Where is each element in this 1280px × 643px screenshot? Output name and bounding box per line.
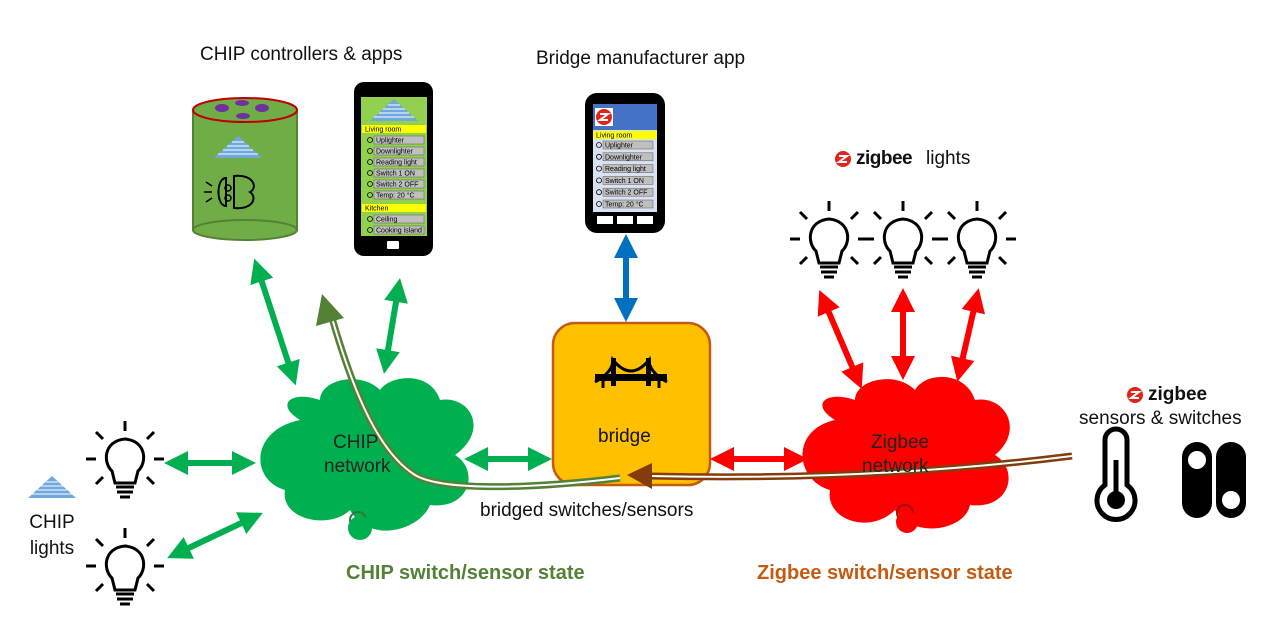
chip-bulb-icon	[84, 526, 166, 606]
row-bulb-icon	[367, 148, 373, 154]
app-list-row-label: Switch 1 ON	[605, 178, 644, 185]
app-section-label: Living room	[596, 133, 632, 140]
chip-network-label-1: CHIP	[333, 432, 379, 453]
zigbee-sensors-label: sensors & switches	[1079, 408, 1242, 429]
app-list-row-label: Downlighter	[376, 149, 414, 156]
row-bulb-icon	[596, 201, 602, 207]
bridge-app-title: Bridge manufacturer app	[536, 48, 746, 69]
row-bulb-icon	[596, 142, 602, 148]
zigbee-brand-sensors: zigbee	[1148, 384, 1208, 405]
app-list-row	[373, 190, 425, 200]
chip-network-label-2: network	[324, 456, 391, 477]
app-list-row-label: Reading light	[605, 166, 646, 173]
row-bulb-icon	[367, 192, 373, 198]
zigbee-logo-icon	[595, 108, 613, 126]
app-list-row	[602, 176, 654, 185]
app-list-row	[373, 157, 425, 167]
zigbee-logo-icon	[834, 150, 852, 168]
row-bulb-icon	[596, 189, 602, 196]
zigbee-bulb-icon	[936, 199, 1018, 279]
row-bulb-icon	[367, 216, 373, 222]
app-list-row	[602, 199, 654, 209]
smart-speaker-icon	[192, 97, 298, 241]
bridged-caption: bridged switches/sensors	[480, 500, 694, 521]
zigbee-bulb-icon	[862, 199, 944, 279]
row-bulb-icon	[596, 153, 602, 160]
bridge-box	[551, 321, 712, 487]
app-list-row	[602, 164, 654, 173]
app-section-label: Kitchen	[365, 206, 388, 213]
chip-network-cloud	[260, 378, 474, 540]
app-list-row-label: Reading light	[376, 160, 417, 167]
app-list-row	[373, 225, 425, 235]
app-list-row	[373, 146, 425, 156]
zigbee-network-label-2: network	[862, 456, 929, 477]
switch-icon	[1182, 442, 1246, 518]
chip-bulb-icon	[84, 419, 166, 499]
app-list-row-label: Uplighter	[376, 138, 405, 145]
app-list-row	[373, 135, 425, 145]
chip-links	[164, 258, 552, 559]
bridge-label: bridge	[598, 426, 651, 447]
row-bulb-icon	[596, 177, 602, 184]
thermometer-icon	[1094, 426, 1138, 522]
app-list-row	[602, 140, 654, 150]
chip-lights-label-1: CHIP	[29, 512, 75, 533]
row-bulb-icon	[367, 181, 373, 187]
app-list-row-label: Downlighter	[605, 154, 643, 161]
chip-logo-icon	[27, 475, 77, 499]
zigbee-links	[710, 288, 986, 471]
zigbee-state-flow	[627, 452, 1073, 489]
bridge-icon	[594, 355, 668, 388]
chip-state-caption: CHIP switch/sensor state	[346, 562, 585, 584]
brain-icon	[204, 174, 255, 210]
row-bulb-icon	[367, 170, 373, 176]
zigbee-network-cloud	[802, 376, 1010, 533]
row-bulb-icon	[367, 159, 373, 165]
row-bulb-icon	[596, 165, 602, 172]
app-list-row-label: Ceiling	[376, 217, 398, 224]
app-list-row-label: Temp: 20 °C	[376, 192, 415, 200]
zigbee-logo-icon	[1126, 386, 1144, 404]
zigbee-network-label-1: Zigbee	[871, 432, 930, 453]
app-list-row-label: Switch 2 OFF	[376, 182, 418, 189]
app-list-row-label: Cooking island	[376, 228, 422, 235]
app-list-row	[602, 187, 654, 197]
row-bulb-icon	[367, 137, 373, 143]
app-list-row-label: Temp: 20 °C	[605, 201, 644, 209]
app-list-row-label: Switch 1 ON	[376, 171, 415, 178]
app-section-label: Living room	[365, 127, 401, 134]
app-list-row-label: Uplighter	[605, 143, 634, 150]
app-list-row	[602, 152, 654, 162]
zigbee-bulb-icon	[788, 199, 870, 279]
row-bulb-icon	[367, 227, 373, 233]
app-list-row-label: Switch 2 OFF	[605, 190, 647, 197]
app-list-row	[373, 168, 425, 178]
zigbee-brand-lights: zigbee	[856, 148, 913, 169]
chip-state-flow	[316, 294, 621, 491]
chip-controllers-title: CHIP controllers & apps	[200, 44, 403, 65]
app-list-row	[373, 179, 425, 189]
zigbee-state-caption: Zigbee switch/sensor state	[757, 562, 1013, 584]
chip-lights-label-2: lights	[29, 538, 75, 559]
app-list-row	[373, 214, 425, 224]
zigbee-lights-label: lights	[926, 148, 971, 169]
